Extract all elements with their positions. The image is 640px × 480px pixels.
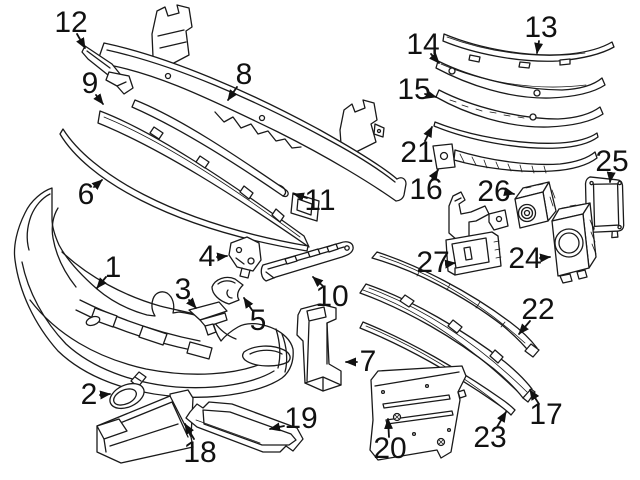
part-3-cover-flap [188, 301, 228, 336]
leader-arrow-16 [428, 169, 439, 182]
part-10-mounting-rail [260, 241, 354, 282]
callout-label-10[interactable]: 10 [315, 280, 348, 313]
callout-label-14[interactable]: 14 [406, 28, 439, 61]
leader-arrow-4 [216, 252, 228, 262]
leader-arrow-20 [384, 418, 394, 438]
part-19-mesh-grille [185, 401, 304, 453]
leader-arrow-1 [96, 276, 107, 289]
leader-arrow-5 [243, 297, 254, 311]
callout-label-6[interactable]: 6 [78, 178, 95, 211]
callout-label-12[interactable]: 12 [54, 6, 87, 39]
callout-label-27[interactable]: 27 [416, 246, 449, 279]
callout-label-23[interactable]: 23 [473, 421, 506, 454]
part-11-support-strip [131, 99, 289, 198]
part-9-absorber-strip [97, 110, 310, 248]
part-24-sensor [551, 202, 597, 284]
leader-arrow-27 [444, 259, 456, 269]
callout-label-21[interactable]: 21 [400, 136, 433, 169]
callout-label-11[interactable]: 11 [304, 184, 335, 217]
leader-arrow-18 [184, 423, 195, 440]
callout-label-1[interactable]: 1 [105, 251, 122, 284]
leader-arrow-19 [269, 422, 285, 432]
part-5-retaining-clip [211, 276, 244, 305]
part-21-moulding-rod [433, 121, 599, 149]
callout-label-18[interactable]: 18 [183, 436, 216, 469]
callout-label-16[interactable]: 16 [409, 173, 442, 206]
part-25-bracket-frame [584, 176, 625, 239]
leader-arrow-14 [428, 52, 440, 64]
leader-arrow-3 [186, 297, 197, 309]
leader-arrow-22 [518, 320, 531, 335]
callout-label-22[interactable]: 22 [521, 293, 554, 326]
leader-arrow-11 [293, 192, 308, 202]
leader-arrow-24 [539, 253, 551, 263]
leader-arrow-8 [227, 86, 238, 101]
part-26-camera [514, 181, 557, 229]
callout-label-19[interactable]: 19 [284, 402, 317, 435]
part-7-side-bracket [296, 303, 342, 392]
part-15-trim-strip [435, 89, 604, 128]
part-6-trim-arc [59, 128, 309, 252]
callout-label-4[interactable]: 4 [199, 240, 216, 273]
callout-label-24[interactable]: 24 [508, 242, 541, 275]
callout-label-25[interactable]: 25 [595, 145, 628, 178]
part-4-bracket-plate [228, 236, 262, 279]
part-17-impact-strip-lower [359, 283, 536, 403]
part-2-washer-cover [109, 371, 147, 410]
part-1-bumper-cover [13, 187, 294, 398]
leader-arrow-21 [423, 126, 433, 142]
part-8-impact-bar [96, 4, 407, 222]
callout-label-20[interactable]: 20 [373, 432, 406, 465]
callout-label-9[interactable]: 9 [82, 67, 99, 100]
leader-arrows [76, 33, 616, 440]
callout-label-13[interactable]: 13 [524, 11, 557, 44]
part-27-bracket-assembly [445, 191, 509, 276]
leader-arrow-9 [93, 93, 104, 105]
leader-arrow-2 [99, 390, 111, 400]
callout-label-5[interactable]: 5 [250, 304, 267, 337]
callout-label-2[interactable]: 2 [81, 378, 98, 411]
part-22-impact-strip-upper [371, 251, 540, 358]
callout-label-15[interactable]: 15 [397, 73, 430, 106]
leader-arrow-10 [312, 276, 325, 288]
leader-arrow-26 [503, 187, 515, 196]
leader-arrow-23 [496, 411, 507, 428]
part-18-air-duct [96, 389, 194, 464]
part-16-impact-strip [432, 143, 598, 174]
leader-arrow-17 [529, 389, 540, 405]
leader-arrow-25 [606, 171, 616, 183]
part-13-trim-strip [442, 33, 615, 69]
callout-labels: 1 2 3 4 5 6 7 8 9 10 11 12 13 14 15 16 1… [54, 6, 628, 469]
callout-label-26[interactable]: 26 [477, 175, 510, 208]
part-20-license-bracket [369, 365, 467, 461]
callout-label-8[interactable]: 8 [236, 58, 253, 91]
leader-arrow-15 [424, 90, 437, 99]
leader-arrow-13 [534, 40, 544, 54]
callout-label-17[interactable]: 17 [529, 398, 562, 431]
callout-label-3[interactable]: 3 [175, 273, 192, 306]
leader-arrow-6 [91, 179, 103, 190]
part-12-support-strip [81, 45, 134, 95]
part-23-lower-strip [359, 321, 516, 416]
part-14-trim-strip [435, 60, 606, 99]
leader-arrow-12 [76, 33, 86, 49]
callout-label-7[interactable]: 7 [360, 345, 377, 378]
